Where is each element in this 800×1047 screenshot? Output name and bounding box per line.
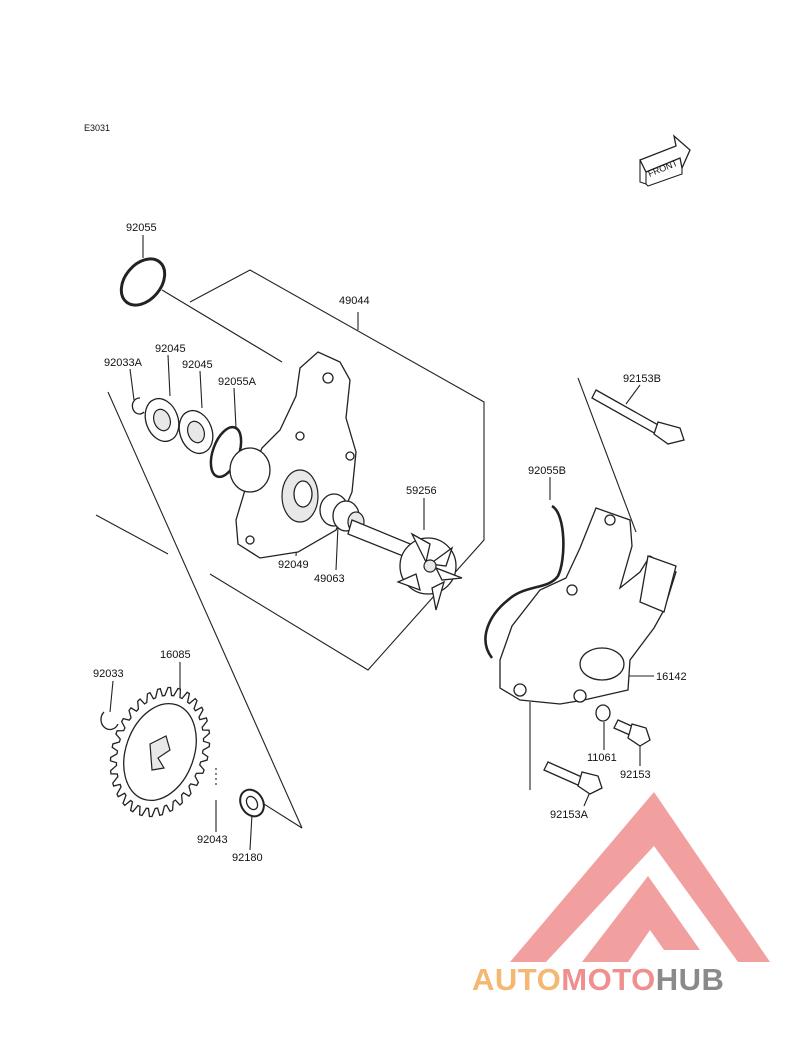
wordmark-part-hub: HUB xyxy=(655,962,725,997)
label-92055B: 92055B xyxy=(528,465,566,477)
gear-16085 xyxy=(109,686,211,818)
label-92153: 92153 xyxy=(620,769,651,781)
diagram-code: E3031 xyxy=(84,123,110,133)
label-92153B: 92153B xyxy=(623,373,661,385)
bearing-92045-b xyxy=(178,409,214,455)
label-92049: 92049 xyxy=(278,559,309,571)
circlip-92033 xyxy=(100,711,119,731)
watermark-wordmark: AUTOMOTOHUB xyxy=(472,962,792,1002)
wordmark-part-moto: MOTO xyxy=(561,962,656,997)
label-92033: 92033 xyxy=(93,668,124,680)
label-11061: 11061 xyxy=(587,752,617,764)
label-16142: 16142 xyxy=(656,671,687,683)
bolt-92153a xyxy=(543,761,603,795)
label-92043: 92043 xyxy=(197,834,228,846)
bearing-92045-a xyxy=(144,397,180,443)
group-bracket-49044 xyxy=(189,269,485,671)
label-92055: 92055 xyxy=(126,222,157,234)
pump-cover-16142 xyxy=(499,507,677,705)
label-92153A: 92153A xyxy=(550,809,589,821)
circlip-92033a xyxy=(131,397,145,415)
label-92033A: 92033A xyxy=(104,357,143,369)
label-92045-b: 92045 xyxy=(182,359,213,371)
washer-92180 xyxy=(239,788,265,818)
watermark-logo-icon xyxy=(510,792,770,962)
label-16085: 16085 xyxy=(160,649,191,661)
bolt-92153b xyxy=(591,389,685,445)
seal-92049 xyxy=(293,480,313,508)
wordmark-part-auto: AUTO xyxy=(472,962,562,997)
oring-92055 xyxy=(119,257,167,307)
label-92045-a: 92045 xyxy=(155,343,186,355)
bolt-92153 xyxy=(613,719,651,747)
washer-11061 xyxy=(595,704,611,722)
label-49044: 49044 xyxy=(339,295,370,307)
impeller-59256 xyxy=(396,532,463,611)
label-49063: 49063 xyxy=(314,573,345,585)
label-92055A: 92055A xyxy=(218,376,257,388)
label-92180: 92180 xyxy=(232,852,263,864)
label-59256: 59256 xyxy=(406,485,437,497)
front-arrow-icon: FRONT xyxy=(639,134,691,187)
oring-92055b xyxy=(484,504,565,659)
leader-outline xyxy=(95,377,637,829)
